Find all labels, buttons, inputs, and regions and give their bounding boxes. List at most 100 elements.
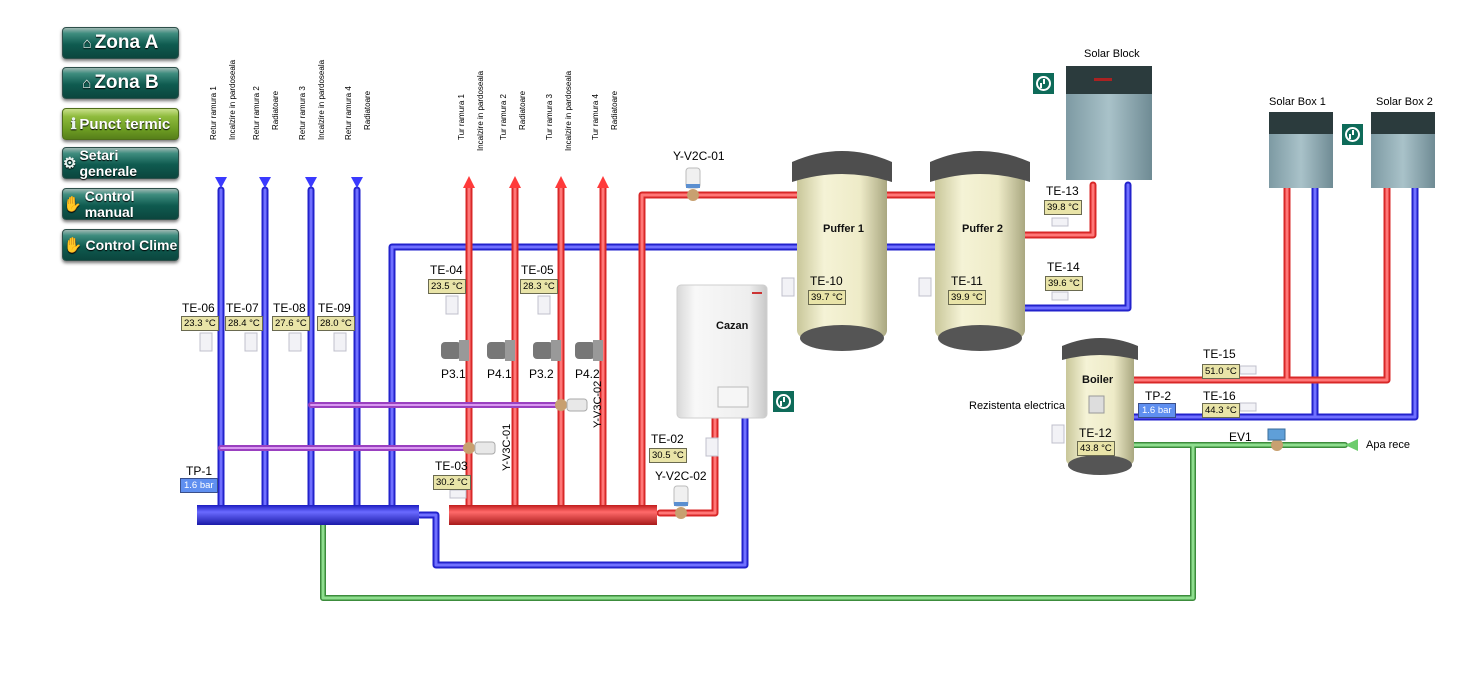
solar-block-schedule-clock-icon[interactable] [1033,73,1054,94]
te16-value: 44.3 °C [1202,403,1240,418]
supply-pipes [465,181,1391,517]
te05-label: TE-05 [521,263,554,277]
tp1-label: TP-1 [186,464,213,478]
nav-zona-b-button[interactable]: ⌂Zona B [62,67,179,99]
house-icon: ⌂ [82,74,92,92]
solar-box-schedule-clock-icon[interactable] [1342,124,1363,145]
te14-label: TE-14 [1047,260,1080,274]
tp2-value: 1.6 bar [1138,403,1176,418]
nav-control-manual-button[interactable]: ✋Control manual [62,188,179,220]
te12-label: TE-12 [1079,426,1112,440]
cazan-boiler [676,284,768,419]
solar-block-unit [1066,66,1152,180]
valves [463,167,1286,519]
return-arrows [215,177,363,188]
te03-label: TE-03 [435,459,468,473]
solar-block-label: Solar Block [1084,48,1140,60]
te09-value: 28.0 °C [317,316,355,331]
supply-branch-label: Tur ramura 1 [457,94,466,140]
supply-manifold [449,505,657,525]
supply-branch-label: Incalzire in pardoseala [476,70,485,151]
return-branch-label: Radiatoare [271,90,280,130]
te02-value: 30.5 °C [649,448,687,463]
pump-p3-1-label: P3.1 [441,367,466,381]
te11-label: TE-11 [951,274,983,288]
rezistenta-label: Rezistenta electrica [969,400,1065,412]
info-icon: ℹ [70,116,77,133]
te10-value: 39.7 °C [808,290,846,305]
te09-label: TE-09 [318,301,351,315]
te06-label: TE-06 [182,301,215,315]
cold-water-inlet-arrow [1345,439,1358,451]
te07-value: 28.4 °C [225,316,263,331]
gear-icon: ⚙ [63,155,77,172]
te05-value: 28.3 °C [520,279,558,294]
puffer-2-tank [930,151,1030,351]
return-manifold [197,505,419,525]
sensor-probes [199,217,1257,499]
te06-value: 23.3 °C [181,316,219,331]
te04-label: TE-04 [430,263,463,277]
supply-branch-label: Incalzire in pardoseala [564,70,573,151]
te08-label: TE-08 [273,301,306,315]
return-branch-label: Incalzire in pardoseala [228,59,237,140]
valve-y-v3c-02-label: Y-V3C-02 [592,380,604,428]
pump-p3-2-label: P3.2 [529,367,554,381]
supply-arrows [463,176,609,188]
solar-box-1-unit [1269,112,1333,188]
te14-value: 39.6 °C [1045,276,1083,291]
te13-label: TE-13 [1046,184,1079,198]
valve-y-v2c-01-label: Y-V2C-01 [673,149,725,163]
puffer-1-label: Puffer 1 [823,223,864,235]
te07-label: TE-07 [226,301,259,315]
solar-box-2-label: Solar Box 2 [1376,96,1433,108]
hand-icon: ✋ [63,196,82,213]
nav-control-clime-button[interactable]: ✋Control Clime [62,229,179,261]
supply-branch-label: Tur ramura 2 [499,94,508,140]
te11-value: 39.9 °C [948,290,986,305]
apa-rece-label: Apa rece [1366,439,1411,451]
te04-value: 23.5 °C [428,279,466,294]
solar-box-2-unit [1371,112,1435,188]
hand-icon: ✋ [63,237,83,254]
puffer-1-tank [792,151,892,351]
cazan-schedule-clock-icon[interactable] [773,391,794,412]
nav-zona-a-button[interactable]: ⌂Zona A [62,27,179,59]
tp1-value: 1.6 bar [180,478,218,493]
tp2-label: TP-2 [1145,389,1172,403]
house-icon: ⌂ [82,34,92,52]
te08-value: 27.6 °C [272,316,310,331]
supply-branch-label: Tur ramura 4 [591,94,600,140]
te03-value: 30.2 °C [433,475,471,490]
cazan-label: Cazan [716,320,749,332]
pumps [441,340,603,361]
nav-setari-generale-button[interactable]: ⚙Setari generale [62,147,179,179]
return-branch-label: Retur ramura 3 [298,86,307,140]
valve-ev1-label: EV1 [1229,430,1252,444]
dhw-boiler-tank [1062,338,1138,475]
te02-label: TE-02 [651,432,684,446]
supply-branch-label: Radiatoare [518,90,527,130]
return-branch-label: Retur ramura 1 [209,86,218,140]
te10-label: TE-10 [810,274,843,288]
return-branch-label: Radiatoare [363,90,372,130]
te13-value: 39.8 °C [1044,200,1082,215]
te15-label: TE-15 [1203,347,1236,361]
return-branch-label: Retur ramura 2 [252,86,261,140]
te15-value: 51.0 °C [1202,364,1240,379]
valve-y-v2c-02-label: Y-V2C-02 [655,469,707,483]
valve-y-v3c-01-label: Y-V3C-01 [501,423,513,471]
solar-box-1-label: Solar Box 1 [1269,96,1326,108]
te16-label: TE-16 [1203,389,1236,403]
te12-value: 43.8 °C [1077,441,1115,456]
return-branch-label: Retur ramura 4 [344,86,353,140]
supply-branch-label: Tur ramura 3 [545,94,554,140]
return-branch-label: Incalzire in pardoseala [317,59,326,140]
boiler-label: Boiler [1082,374,1114,386]
pump-p4-2-label: P4.2 [575,367,600,381]
puffer-2-label: Puffer 2 [962,223,1003,235]
supply-branch-label: Radiatoare [610,90,619,130]
pump-p4-1-label: P4.1 [487,367,512,381]
